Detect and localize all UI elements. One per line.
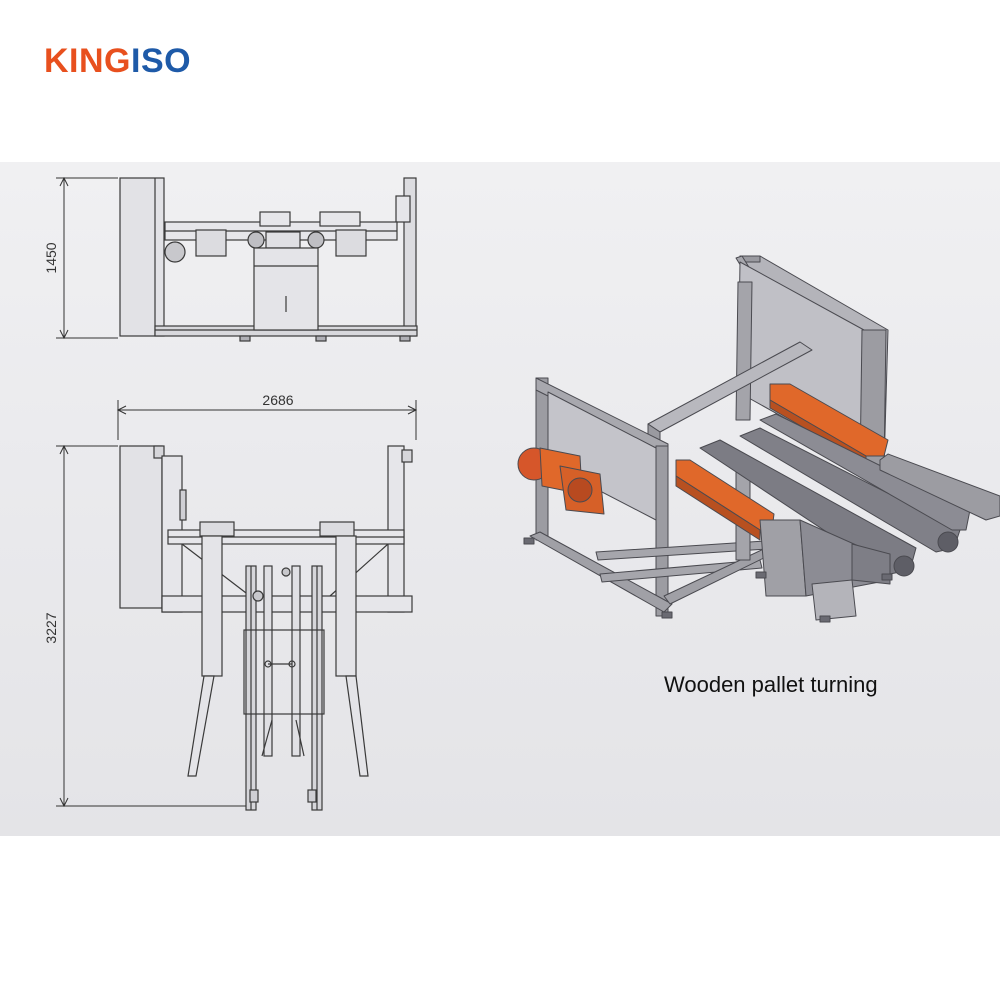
drawing-caption: Wooden pallet turning xyxy=(664,672,878,697)
dimension-line-length xyxy=(56,444,250,808)
dimension-line-height xyxy=(56,176,118,340)
front-view xyxy=(119,177,418,342)
dimension-width-label: 2686 xyxy=(262,392,293,408)
technical-drawing: 1450 2686 3227 xyxy=(43,176,1000,811)
isometric-view xyxy=(517,255,1000,623)
brand-logo: KINGISO xyxy=(44,44,191,78)
dimension-length-label: 3227 xyxy=(43,612,59,643)
brand-name-part2: ISO xyxy=(131,42,192,80)
dimension-height-label: 1450 xyxy=(43,242,59,273)
brand-name-part1: KING xyxy=(44,42,131,80)
dimension-line-width xyxy=(116,400,418,440)
top-view xyxy=(119,445,413,811)
